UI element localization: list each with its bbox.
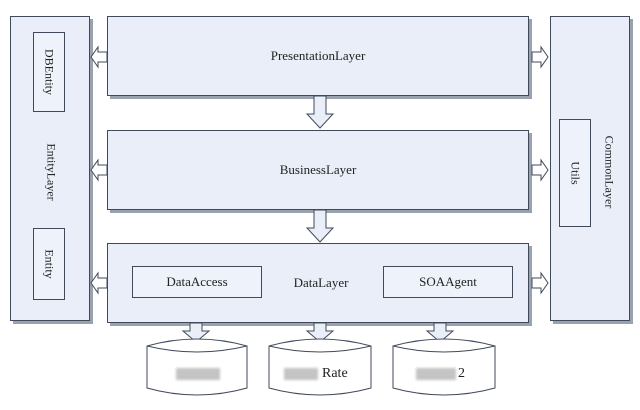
- business-layer-label: BusinessLayer: [279, 162, 357, 177]
- arrow-right-data: [531, 271, 549, 295]
- entity-box: Entity: [33, 228, 65, 300]
- arrow-left-business: [90, 158, 108, 182]
- common-layer-box: Utils CommonLayer: [550, 16, 630, 321]
- data-access-label: DataAccess: [166, 274, 228, 289]
- utils-label: Utils: [568, 161, 583, 185]
- utils-box: Utils: [559, 119, 591, 227]
- soa-agent-label: SOAAgent: [419, 274, 477, 289]
- common-layer-label: CommonLayer: [602, 135, 617, 209]
- soa-agent-box: SOAAgent: [383, 266, 513, 298]
- entity-layer-box: DBEntity EntityLayer Entity: [10, 16, 90, 321]
- database-1: [146, 338, 248, 396]
- business-layer-box: BusinessLayer: [107, 130, 529, 210]
- data-layer-box: DataAccess DataLayer SOAAgent: [107, 243, 529, 323]
- arrow-down-db3: [425, 322, 455, 343]
- db-entity-label: DBEntity: [42, 48, 57, 96]
- database-2-label: Rate: [322, 366, 348, 381]
- arrow-down-db2: [305, 322, 335, 343]
- data-access-box: DataAccess: [132, 266, 262, 298]
- database-3: [392, 338, 496, 396]
- presentation-layer-label: PresentationLayer: [270, 48, 366, 63]
- database-3-label: 2: [458, 366, 465, 381]
- arrow-right-business: [531, 158, 549, 182]
- data-layer-label: DataLayer: [293, 275, 349, 290]
- arrow-down-db1: [181, 322, 211, 343]
- arrow-left-presentation: [90, 45, 108, 69]
- arrow-down-business-to-data: [305, 209, 335, 243]
- arrow-down-presentation-to-business: [305, 95, 335, 129]
- arrow-right-presentation: [531, 45, 549, 69]
- presentation-layer-box: PresentationLayer: [107, 16, 529, 96]
- entity-layer-label: EntityLayer: [44, 143, 59, 201]
- database-2: [268, 338, 372, 396]
- entity-label: Entity: [42, 249, 57, 279]
- db-entity-box: DBEntity: [33, 32, 65, 112]
- arrow-left-data: [90, 271, 108, 295]
